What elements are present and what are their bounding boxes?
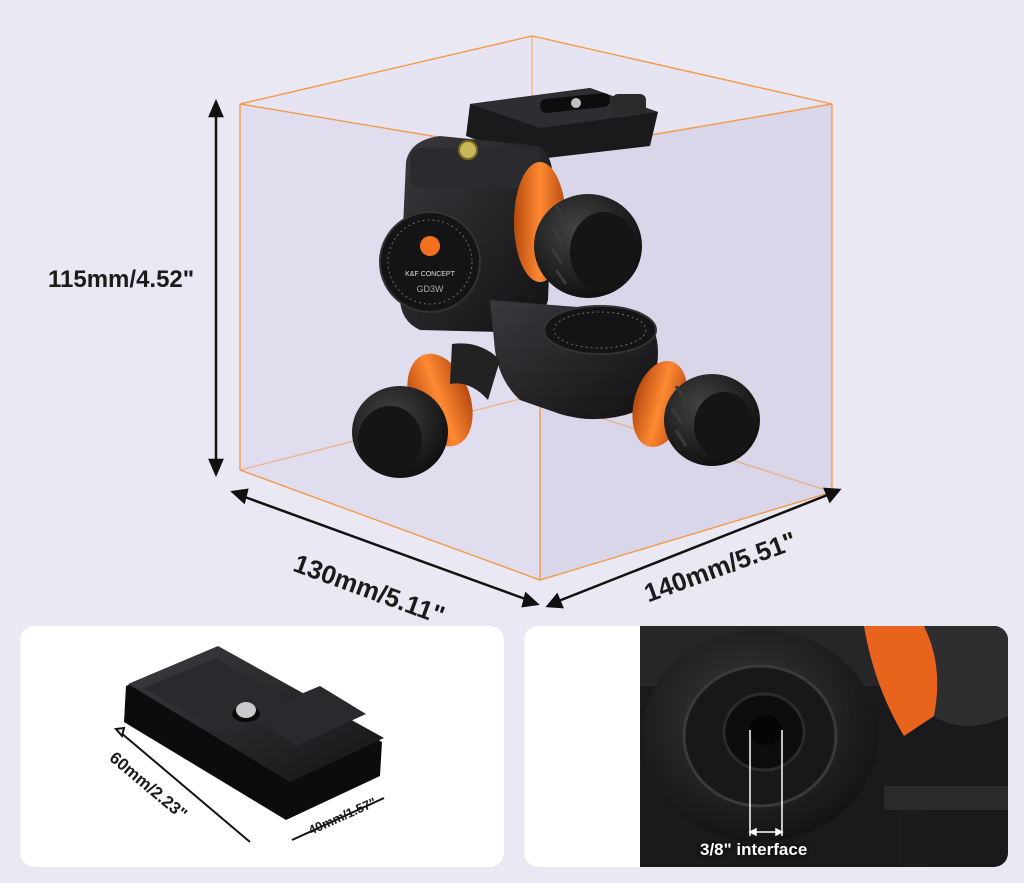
brand-logo	[420, 236, 440, 256]
front-dial: K&F CONCEPT GD3W	[379, 211, 481, 313]
hero-illustration: K&F CONCEPT GD3W	[208, 35, 842, 609]
upper-knob	[514, 162, 642, 298]
right-knob	[632, 360, 760, 466]
lower-dial	[543, 305, 657, 355]
quick-release-plate	[114, 646, 385, 843]
locking-knob	[898, 810, 928, 867]
width-arrow	[545, 487, 842, 609]
interface-label: 3/8" interface	[700, 840, 808, 859]
left-knob	[352, 343, 500, 478]
interface-closeup	[640, 626, 1008, 867]
bubble-level	[458, 140, 478, 160]
height-label: 115mm/4.52"	[48, 266, 195, 293]
interface-card: 3/8" interface	[524, 626, 1008, 867]
mounting-screw	[236, 702, 256, 718]
hero-section: K&F CONCEPT GD3W	[48, 35, 842, 630]
height-arrow	[208, 98, 224, 478]
tripod-head: K&F CONCEPT GD3W	[352, 88, 760, 478]
clamp-knob	[612, 94, 646, 114]
depth-arrow	[230, 488, 540, 608]
brand-text: K&F CONCEPT	[405, 271, 456, 278]
plate-card: 60mm/2.23" 40mm/1.57"	[20, 626, 504, 867]
model-text: GD3W	[417, 284, 445, 294]
thread-hole	[750, 715, 782, 745]
